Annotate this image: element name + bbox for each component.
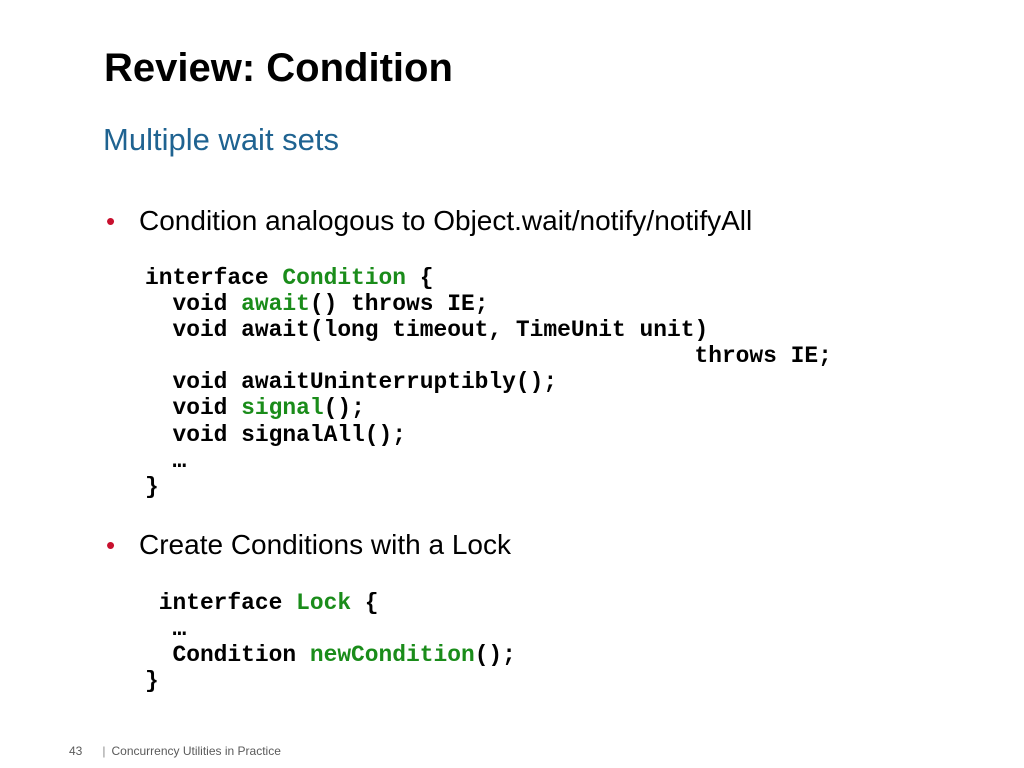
code-line: } [145, 668, 159, 695]
code-highlight-lock: Lock [296, 590, 352, 616]
code-highlight-newcondition: newCondition [309, 642, 475, 669]
code-text: (); [474, 642, 516, 669]
code-text: { [351, 590, 379, 616]
code-text: void [145, 395, 242, 422]
code-line: void signalAll(); [145, 421, 406, 448]
code-line: Condition newCondition(); [145, 642, 516, 669]
code-line: interface Condition { [145, 265, 832, 291]
code-text: () throws IE; [309, 291, 489, 318]
code-line: … [145, 616, 187, 643]
footer-separator: | [102, 744, 106, 758]
code-highlight-condition: Condition [282, 265, 407, 291]
slide-title: Review: Condition [104, 46, 453, 90]
bullet-marker: • [106, 530, 116, 560]
code-block-condition: interface Condition { void await() throw… [145, 265, 832, 500]
code-line: throws IE; [145, 343, 832, 370]
code-line: … [145, 447, 187, 474]
code-line: void signal(); [145, 395, 832, 421]
code-line: interface Lock { [145, 590, 516, 616]
code-text: void [145, 291, 242, 318]
bullet-text: Create Conditions with a Lock [139, 529, 511, 560]
bullet-marker: • [106, 206, 116, 236]
code-line: } [145, 473, 159, 500]
code-highlight-signal: signal [241, 395, 324, 422]
slide-subtitle: Multiple wait sets [103, 122, 340, 157]
code-line: void awaitUninterruptibly(); [145, 369, 558, 396]
slide-footer: 43 | Concurrency Utilities in Practice [69, 744, 281, 758]
code-highlight-await: await [241, 291, 310, 318]
code-text: Condition [145, 642, 310, 669]
code-text: (); [323, 395, 365, 422]
bullet-text: Condition analogous to Object.wait/notif… [139, 205, 753, 236]
footer-text: Concurrency Utilities in Practice [111, 744, 281, 758]
page-number: 43 [69, 744, 83, 758]
code-keyword: interface [145, 265, 283, 291]
code-text: { [406, 265, 434, 291]
code-keyword: interface [145, 590, 297, 616]
code-line: void await(long timeout, TimeUnit unit) [145, 317, 709, 344]
code-block-lock: interface Lock { … Condition newConditio… [145, 590, 516, 694]
bullet-item: • Create Conditions with a Lock [106, 528, 511, 562]
code-line: void await() throws IE; [145, 291, 832, 317]
bullet-item: • Condition analogous to Object.wait/noti… [106, 204, 752, 238]
